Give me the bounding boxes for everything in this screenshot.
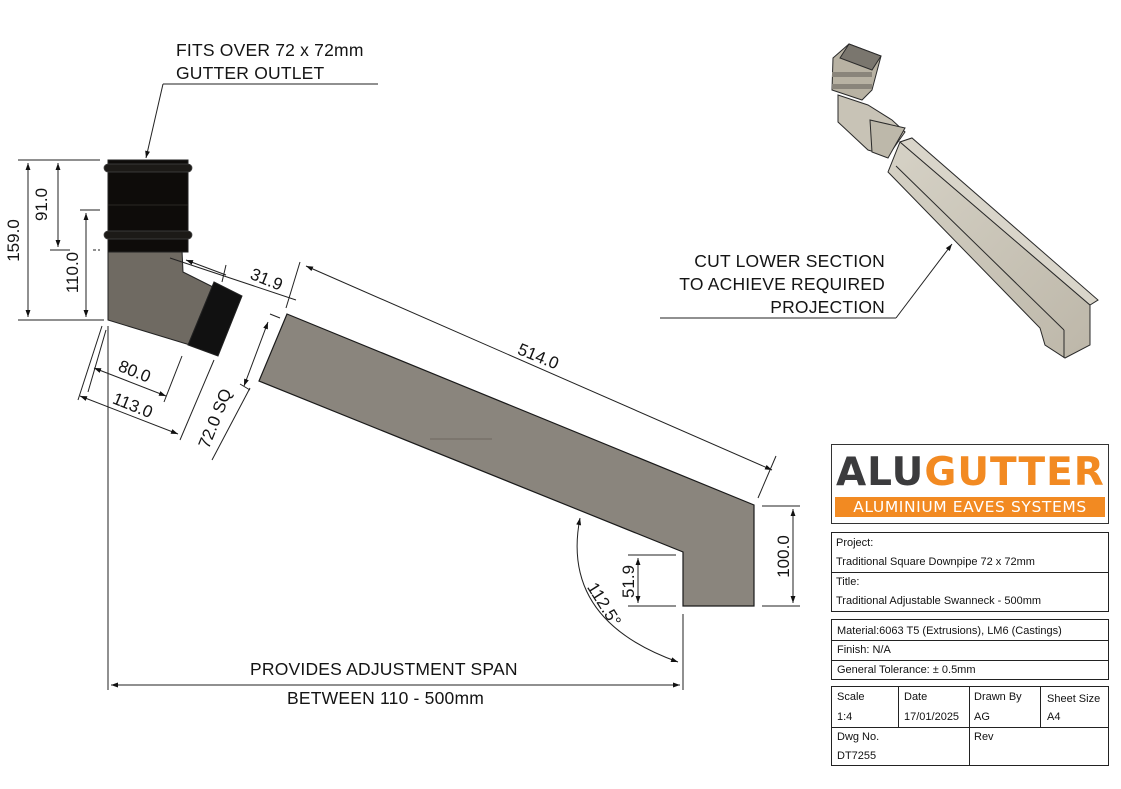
sheet-size-label: Sheet Size <box>1047 693 1101 705</box>
project-label: Project: <box>836 537 874 549</box>
drawn-by-label: Drawn By <box>974 691 1022 703</box>
lower-pipe-section <box>258 313 755 607</box>
scale-value: 1:4 <box>837 711 853 723</box>
gutter-outlet-leader <box>145 83 378 159</box>
cut-lower-note-line2: TO ACHIEVE REQUIRED <box>679 274 885 294</box>
cut-lower-note-line1: CUT LOWER SECTION <box>694 251 885 271</box>
dim-offset-height: 110.0 <box>63 251 83 294</box>
span-note-line2: BETWEEN 110 - 500mm <box>287 688 485 708</box>
length-dimensions <box>169 257 777 499</box>
logo-brand-gutter: GUTTER <box>924 450 1105 495</box>
project-title-block: Project: Traditional Square Downpipe 72 … <box>831 532 1109 612</box>
sheet-size-value: A4 <box>1047 711 1061 723</box>
dim-shoe-height: 100.0 <box>773 535 793 578</box>
offset-bend <box>103 159 243 357</box>
height-dimensions <box>18 159 109 690</box>
tolerance-text: General Tolerance: ± 0.5mm <box>837 664 976 676</box>
rev-label: Rev <box>974 731 994 743</box>
title-value: Traditional Adjustable Swanneck - 500mm <box>836 595 1042 607</box>
drawn-by-value: AG <box>974 711 990 723</box>
scale-label: Scale <box>837 691 865 703</box>
shoe-dimensions <box>576 505 800 690</box>
logo-tagline: ALUMINIUM EAVES SYSTEMS <box>835 497 1105 517</box>
material-text: Material:6063 T5 (Extrusions), LM6 (Cast… <box>837 625 1062 637</box>
finish-text: Finish: N/A <box>837 644 891 656</box>
dim-socket-height: 91.0 <box>32 187 52 222</box>
title-label: Title: <box>836 576 860 588</box>
gutter-outlet-note-line2: GUTTER OUTLET <box>176 63 325 83</box>
dim-overall-height: 159.0 <box>3 219 23 262</box>
company-logo: ALUGUTTER ALUMINIUM EAVES SYSTEMS <box>831 444 1109 524</box>
project-value: Traditional Square Downpipe 72 x 72mm <box>836 556 1035 568</box>
cut-section-leader <box>660 243 953 319</box>
isometric-view <box>831 43 1099 359</box>
dwg-no-label: Dwg No. <box>837 731 880 743</box>
gutter-outlet-note-line1: FITS OVER 72 x 72mm <box>176 40 364 60</box>
cut-lower-note-line3: PROJECTION <box>770 297 885 317</box>
dwg-no-value: DT7255 <box>837 750 877 762</box>
dim-shoe-inner: 51.9 <box>619 564 639 599</box>
span-note-line1: PROVIDES ADJUSTMENT SPAN <box>250 659 518 679</box>
drawing-info-block: Scale 1:4 Date 17/01/2025 Drawn By AG Sh… <box>831 686 1109 766</box>
date-label: Date <box>904 691 928 703</box>
bend-dimensions <box>77 313 281 461</box>
date-value: 17/01/2025 <box>904 711 960 723</box>
logo-brand-alu: ALU <box>836 450 925 495</box>
material-block: Material:6063 T5 (Extrusions), LM6 (Cast… <box>831 619 1109 680</box>
